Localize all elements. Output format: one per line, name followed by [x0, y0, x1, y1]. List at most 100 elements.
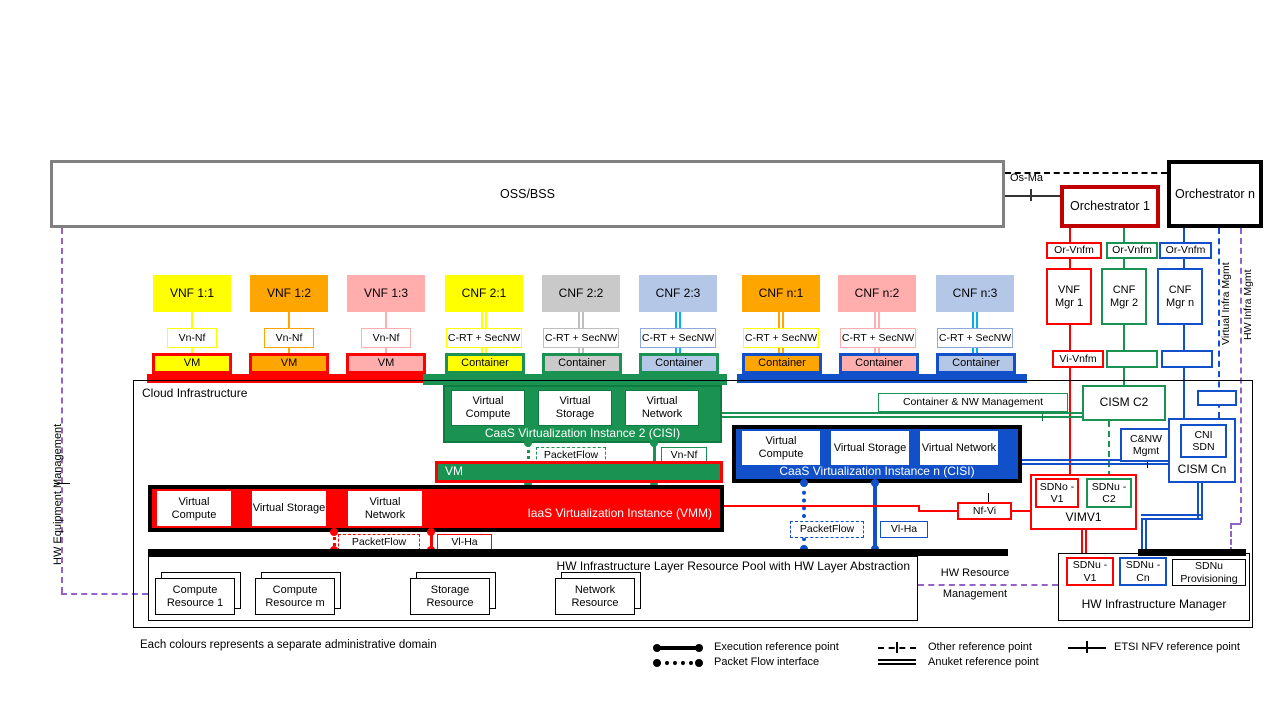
or-vnfm-label-red: Or-Vnfm	[1046, 242, 1102, 259]
container-box-4: Container	[742, 353, 822, 374]
os-ma-tick	[1030, 189, 1032, 201]
caasn-virtual-storage: Virtual Storage	[830, 430, 910, 466]
virtual-infra-mgmt-label: Virtual Infra Mgmt	[1220, 262, 1232, 346]
c-rt-secnw-label-1: C-RT + SecNW	[446, 328, 522, 348]
hw-resource-mgmt-line	[918, 584, 1058, 586]
virtual-infra-ref-empty-box	[1197, 390, 1237, 406]
cism-cn-sdnu-line-h	[1141, 514, 1203, 520]
vm-box-1: VM	[152, 353, 232, 374]
cism-cn-sdnu-line-v1	[1197, 483, 1203, 520]
caasn-domain-bar	[737, 374, 1027, 383]
iaas-packetflow-line	[333, 532, 336, 551]
caas2-vnnf-dot-bottom	[650, 479, 658, 487]
orchestrator-n-box: Orchestrator n	[1167, 160, 1263, 228]
virtual-infra-mgmt-dashed-line	[1218, 228, 1220, 418]
oss-orchn-dashed-line	[1005, 172, 1167, 174]
caas2-virtual-network: Virtual Network	[625, 390, 699, 426]
iaas-vlha-line	[430, 532, 433, 551]
vnf-mgr-1-box: VNF Mgr 1	[1046, 268, 1092, 325]
nf-box-vnf12: VNF 1:2	[250, 275, 328, 312]
vm-bar-label: VM	[445, 464, 463, 478]
nf-box-cnfn2: CNF n:2	[838, 275, 916, 312]
compute-resource-1-box: Compute Resource 1	[155, 578, 235, 615]
other-ref-tick	[896, 642, 898, 653]
cnf-mgr-n-box: CNF Mgr n	[1157, 268, 1203, 325]
or-vnfm-label-blue: Or-Vnfm	[1159, 242, 1212, 259]
storage-resource-box: Storage Resource	[410, 578, 490, 615]
caas2-packetflow-label: PacketFlow	[536, 447, 606, 464]
hw-infra-mgmt-dashed-jog	[1230, 523, 1241, 525]
caas2-packetflow-dot-top	[524, 439, 532, 447]
container-box-6: Container	[936, 353, 1016, 374]
sdnu-provisioning-bar	[1138, 549, 1246, 556]
caas2-vnnf-dot-top	[650, 439, 658, 447]
caas2-virtual-storage: Virtual Storage	[538, 390, 612, 426]
nf-box-vnf13: VNF 1:3	[347, 275, 425, 312]
iaas-vlha-dot-top	[427, 528, 435, 536]
caas2-cism-tick	[1042, 408, 1043, 421]
nf-box-cnfn1: CNF n:1	[742, 275, 820, 312]
hw-abstraction-bar	[148, 549, 1008, 556]
nf-box-cnfn3: CNF n:3	[936, 275, 1014, 312]
hw-pool-title: HW Infrastructure Layer Resource Pool wi…	[556, 559, 910, 573]
container-box-2: Container	[542, 353, 622, 374]
cloud-infrastructure-label: Cloud Infrastructure	[142, 386, 248, 400]
hw-infra-mgmt-dashed-line	[1240, 228, 1242, 523]
caasn-packetflow-line	[802, 483, 806, 549]
execution-ref-symbol	[657, 646, 701, 650]
hw-resource-mgmt-label-1: HW Resource	[940, 567, 1010, 579]
nf-box-cnf23: CNF 2:3	[639, 275, 717, 312]
hw-pool-box	[148, 556, 918, 621]
hw-equipment-mgmt-label: HW Equipment Management	[52, 423, 64, 565]
vm-box-3: VM	[346, 353, 426, 374]
os-ma-label: Os-Ma	[1010, 172, 1043, 184]
hw-equipment-mgmt-tick	[54, 483, 70, 484]
cism-c2-box: CISM C2	[1082, 385, 1166, 421]
iaas-virtual-storage: Virtual Storage	[251, 490, 327, 527]
hw-infra-mgmt-dashed-line-2	[1230, 523, 1232, 553]
c-rt-secnw-label-2: C-RT + SecNW	[543, 328, 619, 348]
hw-infra-manager-label: HW Infrastructure Manager	[1081, 597, 1227, 612]
iaas-packetflow-dot-top	[330, 528, 338, 536]
container-box-3: Container	[639, 353, 719, 374]
nf-box-cnf21: CNF 2:1	[445, 275, 523, 312]
vi-vnfm-label-green-empty	[1106, 350, 1158, 368]
caasn-vlha-dot-top	[871, 479, 879, 487]
caasn-virtual-compute: Virtual Compute	[741, 430, 821, 466]
c-rt-secnw-label-5: C-RT + SecNW	[840, 328, 916, 348]
execution-ref-dot-right	[695, 644, 703, 652]
caasn-title: CaaS Virtualization Instance n (CISI)	[779, 463, 975, 478]
admin-domain-note: Each colours represents a separate admin…	[140, 639, 437, 651]
vm-box-2: VM	[249, 353, 329, 374]
hw-equipment-mgmt-line-vertical	[61, 228, 63, 593]
cism-c2-sdnu-dashed-line	[1108, 421, 1110, 477]
sdnu-cn-box: SDNu -Cn	[1119, 557, 1167, 586]
vimv1-sdnu-line	[1081, 530, 1087, 556]
nf-box-vnf11: VNF 1:1	[153, 275, 231, 312]
cism-cn-label: CISM Cn	[1177, 462, 1227, 477]
iaas-virtual-compute: Virtual Compute	[156, 490, 232, 527]
nf-box-cnf22: CNF 2:2	[542, 275, 620, 312]
oss-bss-box: OSS/BSS	[50, 160, 1005, 228]
iaas-nfvi-line-1	[724, 505, 920, 507]
cism-cn-sdnu-line-v2	[1141, 518, 1147, 553]
vn-nf-label-3: Vn-Nf	[361, 328, 411, 348]
execution-ref-dot-left	[653, 644, 661, 652]
etsi-ref-label: ETSI NFV reference point	[1114, 641, 1240, 653]
os-ma-line	[1005, 195, 1060, 197]
c-rt-secnw-label-3: C-RT + SecNW	[640, 328, 716, 348]
other-ref-label: Other reference point	[928, 641, 1032, 653]
cloud-infrastructure-box	[133, 380, 1253, 628]
execution-ref-label: Execution reference point	[714, 641, 839, 653]
container-box-5: Container	[839, 353, 919, 374]
network-resource-box: Network Resource	[555, 578, 635, 615]
nfvi-etsi-tick	[988, 493, 989, 502]
caas2-packetflow-dot-bottom	[524, 479, 532, 487]
etsi-ref-tick	[1086, 641, 1088, 653]
cnf-mgr-2-box: CNF Mgr 2	[1101, 268, 1147, 325]
iaas-title: IaaS Virtualization Instance (VMM)	[527, 506, 712, 520]
sdnu-c2-box: SDNu -C2	[1086, 478, 1132, 508]
packet-flow-symbol	[657, 661, 701, 665]
packet-flow-dot-left	[653, 659, 661, 667]
